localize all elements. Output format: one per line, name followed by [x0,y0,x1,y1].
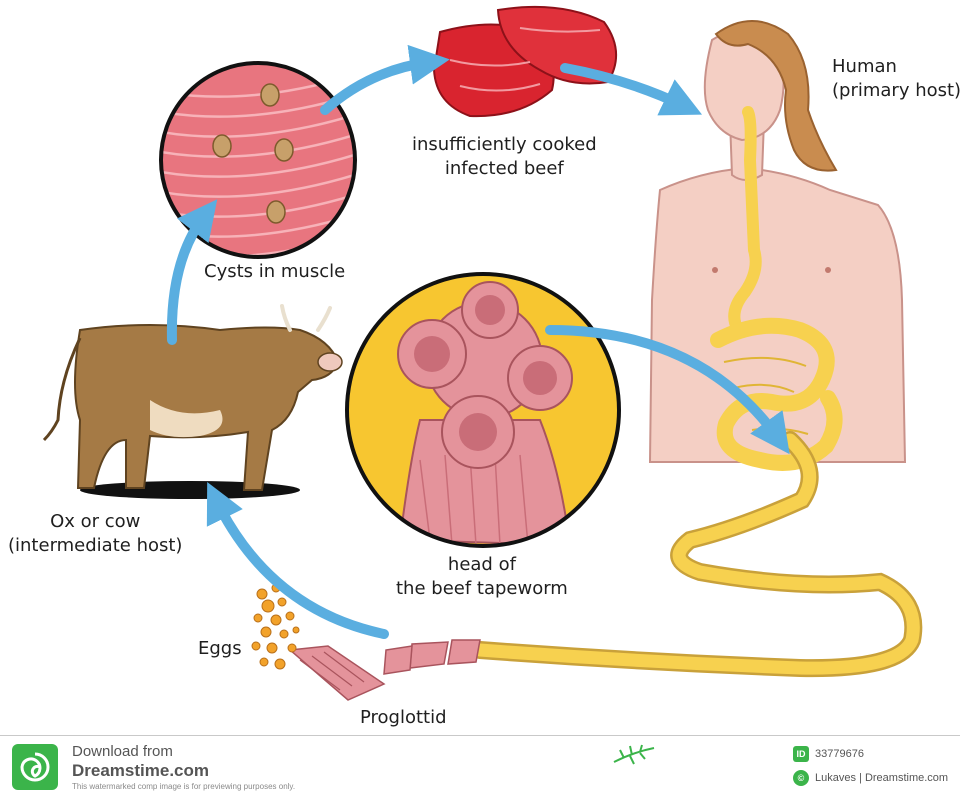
diagram-artwork [42,5,923,701]
watermark-footer: Download from Dreamstime.com This waterm… [0,735,960,800]
id-badge-icon: ID [793,746,809,762]
label-eggs: Eggs [198,638,242,659]
cow-illustration [42,304,343,499]
credit-row: © Lukaves | Dreamstime.com [793,770,948,786]
label-cysts-in-muscle: Cysts in muscle [204,261,346,282]
beef-illustration [432,5,618,118]
leaf-sprig-icon [613,744,655,765]
human-figure [648,20,907,471]
tapeworm-head-magnifier [345,272,621,548]
tapeworm-body [288,431,923,701]
arrow-cow-to-cysts [166,199,218,345]
arrow-eggs-to-cow [206,482,389,639]
arrow-beef-to-human [560,63,703,116]
label-proglottid: Proglottid [360,707,447,728]
image-id-row: ID 33779676 [793,746,864,762]
arrow-cysts-to-beef [320,44,450,115]
dreamstime-link[interactable]: Dreamstime.com [72,761,210,780]
label-infected-beef: insufficiently cooked infected beef [412,134,597,179]
lifecycle-diagram: Human (primary host) insufficiently cook… [8,5,960,728]
watermark-disclaimer: This watermarked comp image is for previ… [72,782,296,791]
cycle-arrows [166,44,790,639]
dreamstime-logo-icon [12,744,58,790]
credit-text[interactable]: Lukaves | Dreamstime.com [815,772,949,784]
download-from-text: Download from [72,743,173,760]
arrow-head-to-gut [545,325,790,455]
label-human: Human (primary host) [832,56,960,101]
label-cow-intermediate-host: Ox or cow (intermediate host) [8,511,183,556]
copyright-icon: © [793,770,809,786]
image-id: 33779676 [815,748,864,760]
label-tapeworm-head: head of the beef tapeworm [396,554,568,599]
